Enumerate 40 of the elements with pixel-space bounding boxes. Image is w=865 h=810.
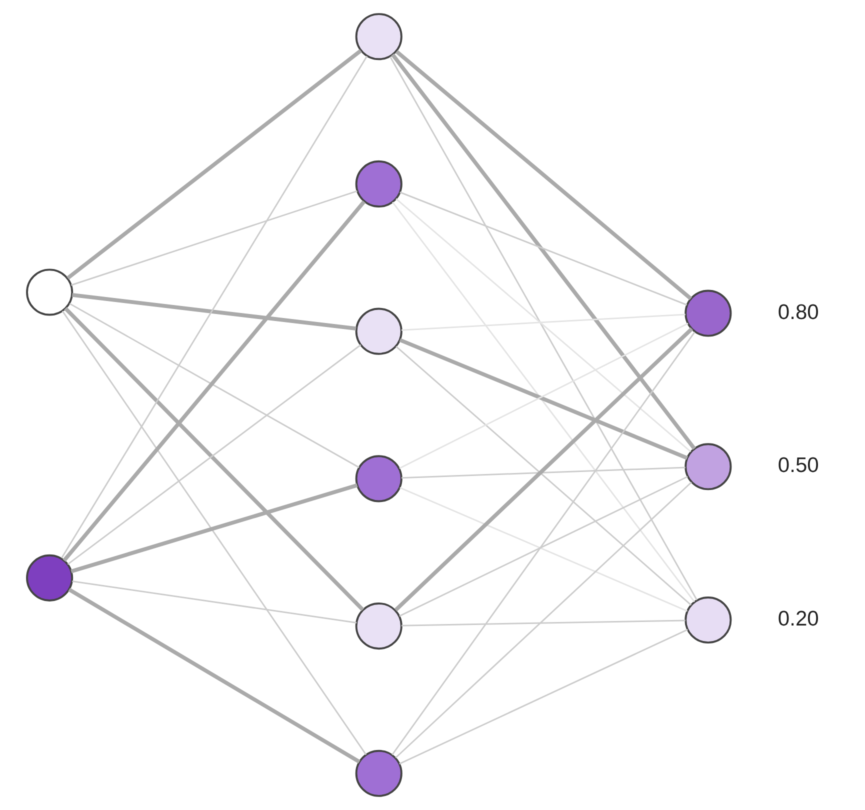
connector [70, 190, 357, 286]
connector [60, 56, 368, 558]
node-circle [684, 443, 732, 490]
connector [395, 198, 691, 452]
connector [68, 588, 360, 764]
connector [394, 482, 692, 758]
node-circle [26, 268, 73, 316]
connector [400, 314, 685, 331]
connector [61, 310, 366, 756]
connector [398, 338, 688, 460]
connector [62, 200, 366, 562]
connector [392, 202, 694, 602]
connector [391, 332, 695, 756]
connector [72, 580, 356, 624]
connector [389, 56, 698, 600]
node-circle [354, 160, 402, 208]
connector [68, 302, 359, 468]
node-label: 0.20 [777, 608, 818, 631]
connector [400, 620, 685, 626]
connector [66, 49, 362, 280]
connector [390, 53, 696, 450]
node-circle [684, 290, 732, 337]
node-circle [684, 596, 732, 644]
connector [71, 292, 356, 331]
connector [64, 306, 364, 612]
connector [400, 466, 685, 479]
node-circle [354, 308, 402, 355]
connector [399, 192, 687, 306]
connector [398, 628, 688, 764]
connector [70, 483, 358, 574]
node-circle [354, 455, 402, 502]
connector [394, 50, 692, 300]
connector [398, 322, 688, 469]
node-circle [354, 13, 402, 60]
node-circle [354, 602, 402, 650]
connector [66, 344, 361, 565]
node-label: 0.80 [777, 300, 818, 324]
node-circle [26, 554, 73, 602]
node-label: 0.50 [777, 454, 818, 478]
node-circle [354, 750, 402, 797]
